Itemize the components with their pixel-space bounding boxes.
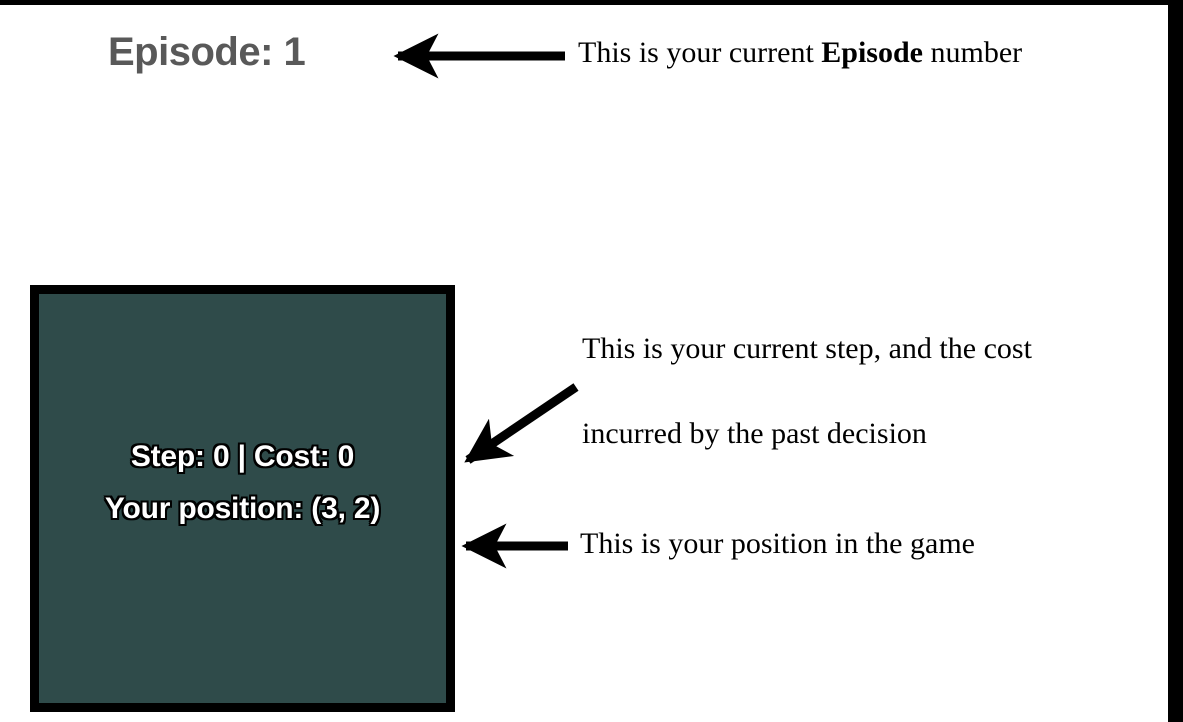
step-cost-readout: Step: 0 | Cost: 0 [130,440,355,473]
step-cost-arrow-icon [464,383,579,464]
annotation-episode-prefix: This is your current [578,36,822,69]
annotation-position: This is your position in the game [580,529,975,559]
page-frame-top-bar [0,0,1183,5]
annotation-step-cost: This is your current step, and the cost … [582,334,1032,449]
game-status-text-block: Step: 0 | Cost: 0 Your position: (3, 2) [39,442,446,524]
annotation-episode: This is your current Episode number [578,38,1022,68]
annotation-episode-emphasis: Episode [821,36,923,69]
annotation-step-cost-line-1: This is your current step, and the cost [582,332,1032,365]
player-position-readout: Your position: (3, 2) [104,492,381,525]
annotation-episode-suffix: number [923,36,1023,69]
annotation-step-cost-line-2: incurred by the past decision [582,417,927,450]
episode-counter-label: Episode: 1 [108,30,306,74]
game-viewport-panel[interactable]: Step: 0 | Cost: 0 Your position: (3, 2) [30,285,455,712]
page-frame-right-bar [1168,0,1183,722]
annotation-position-line-1: This is your position in the game [580,527,975,560]
